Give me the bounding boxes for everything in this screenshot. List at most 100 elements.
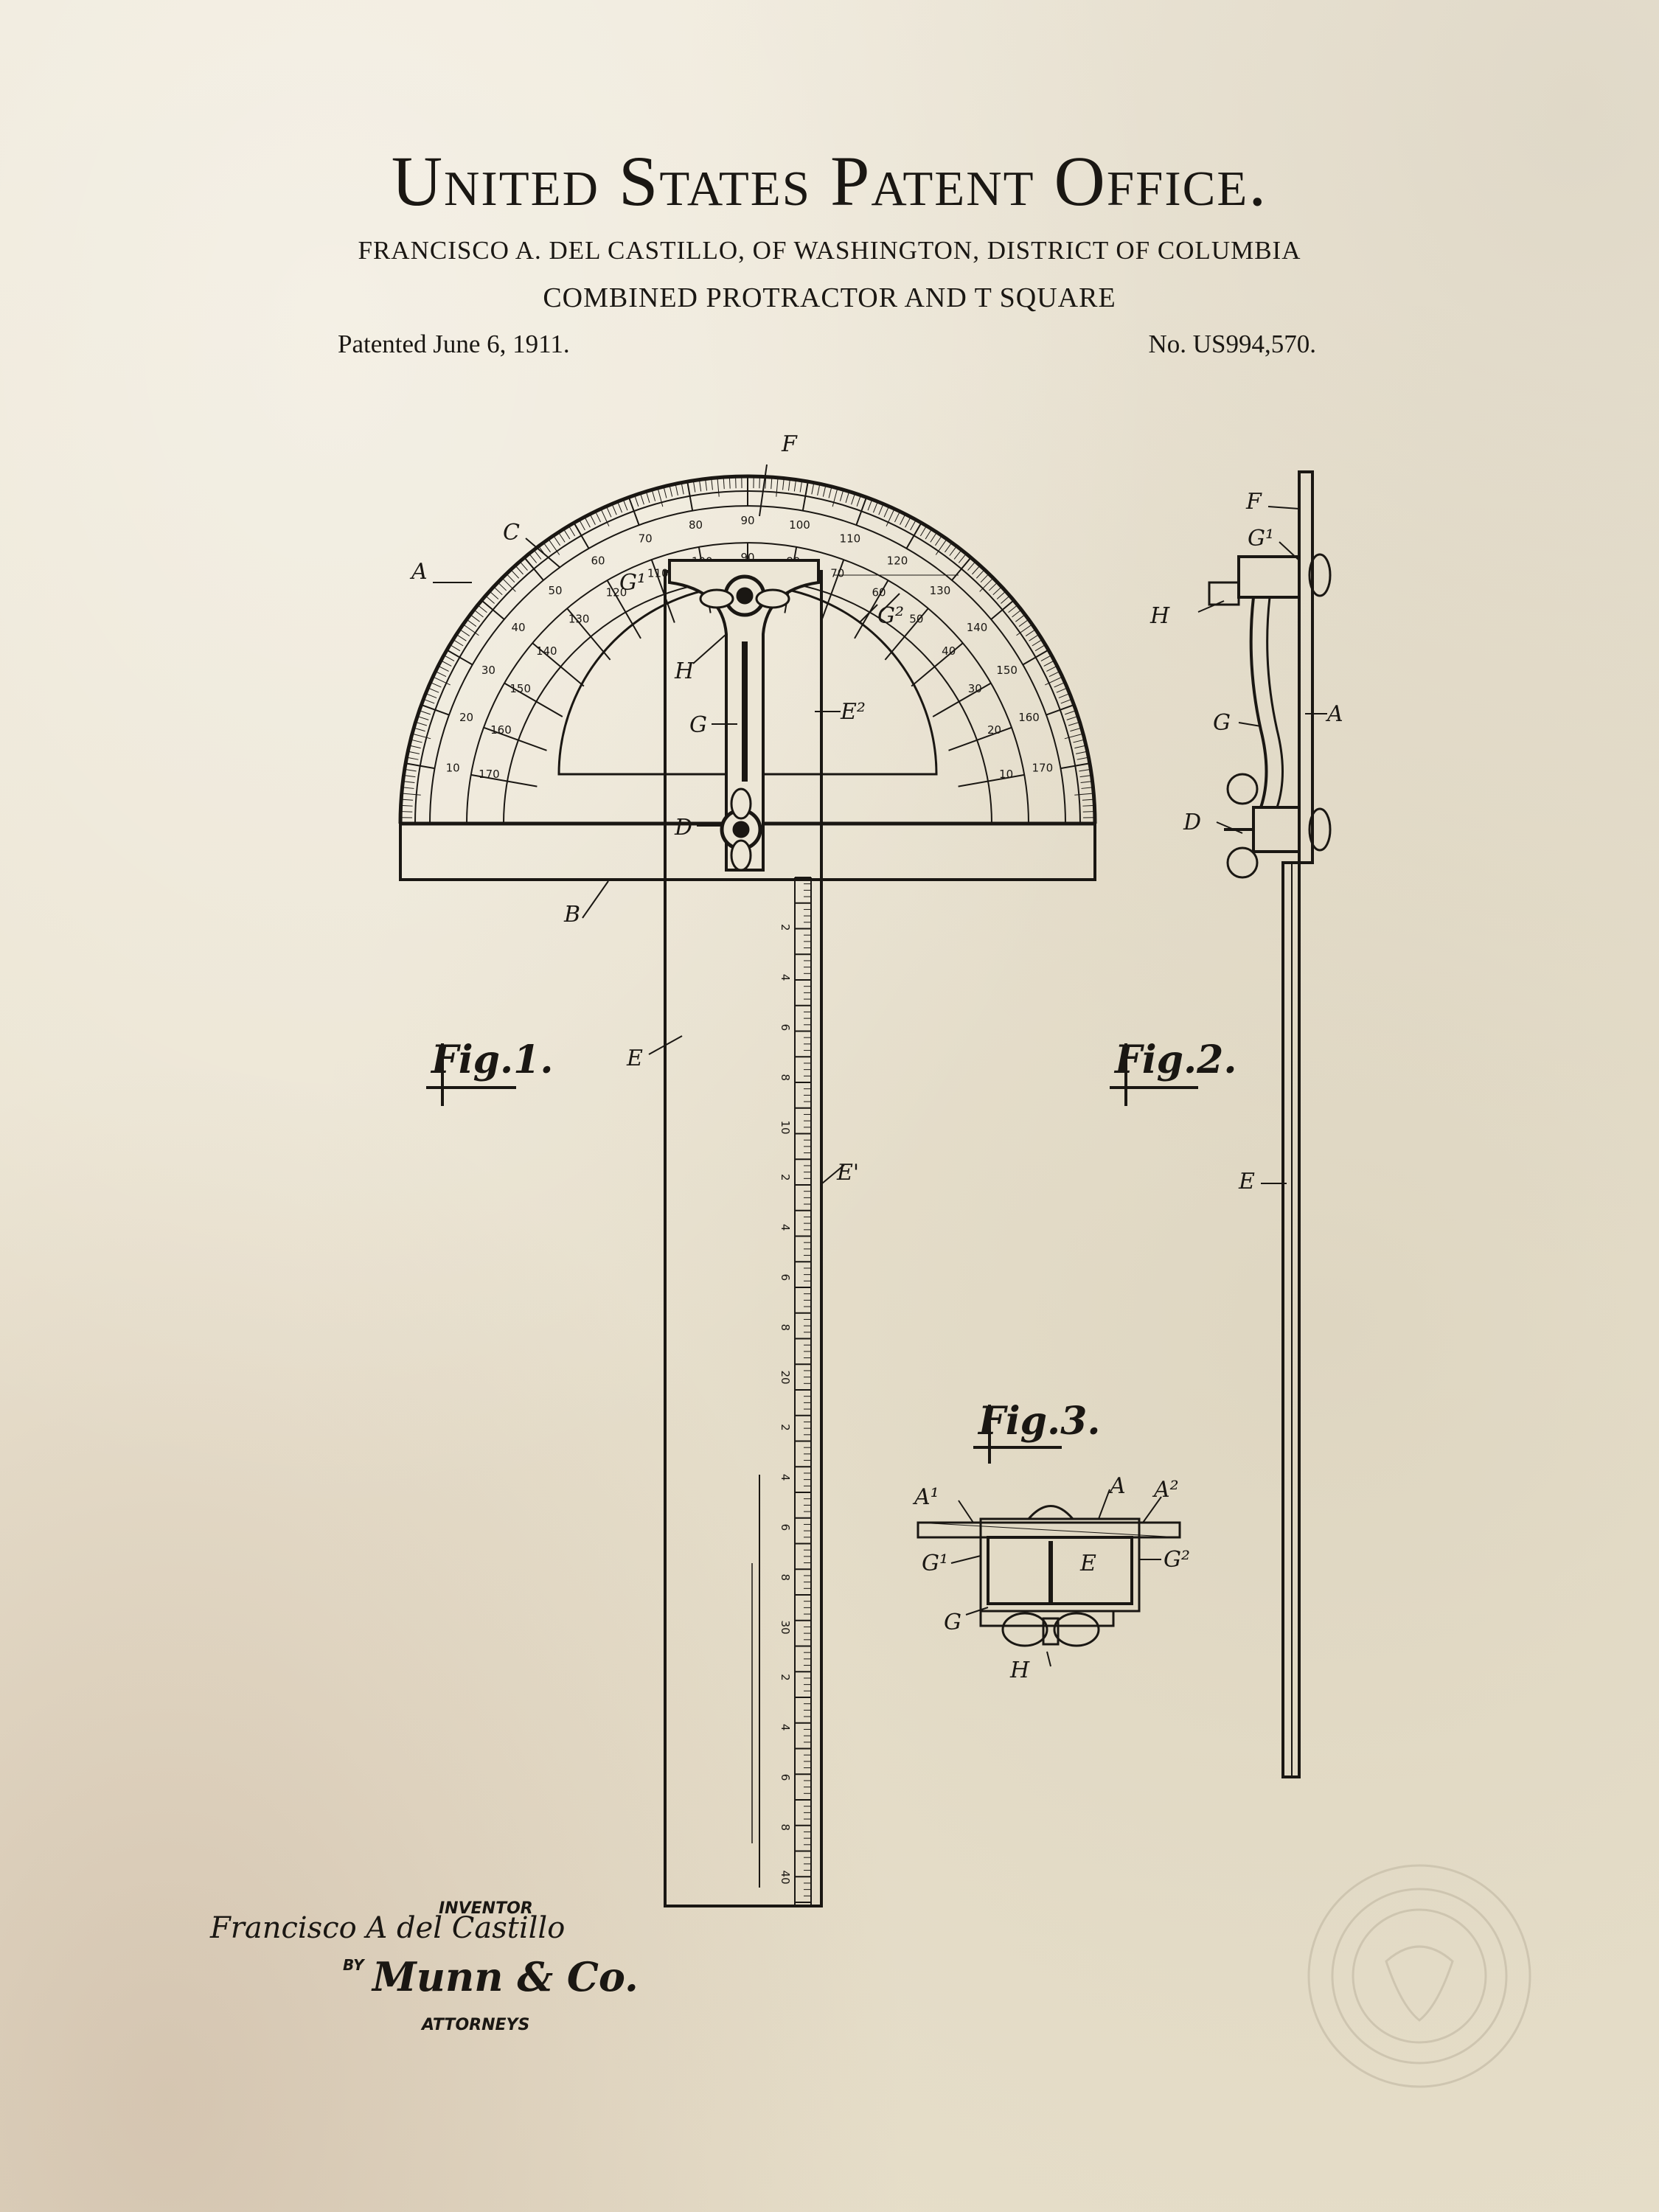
label-h-fig2: H [1150, 603, 1170, 629]
protractor-tick [723, 477, 725, 490]
label-a1-fig3: A¹ [912, 1484, 939, 1510]
protractor-degree-line [958, 773, 1025, 787]
protractor-tick [765, 476, 767, 489]
protractor-degree-line [483, 726, 547, 751]
protractor-tick [456, 634, 467, 641]
protractor-tick [1074, 793, 1094, 796]
protractor-tick [717, 477, 720, 497]
protractor-tick [402, 787, 414, 789]
protractor-scale-label: 120 [887, 554, 908, 567]
protractor-tick [886, 508, 895, 526]
protractor-tick [453, 639, 464, 647]
label-a-fig3: A [1107, 1473, 1126, 1499]
protractor-tick [403, 774, 416, 778]
protractor-scale-label: 60 [872, 586, 886, 599]
ruler-scale-label: 4 [779, 1724, 792, 1731]
protractor-degree-line [854, 580, 889, 639]
protractor-tick [856, 495, 861, 507]
protractor-scale-label: 120 [606, 586, 627, 599]
protractor-tick [945, 542, 953, 553]
signature-block: INVENTOR Francisco A del Castillo BY Mun… [209, 1899, 639, 2034]
protractor-tick [401, 799, 414, 801]
protractor-tick [799, 480, 803, 493]
protractor-tick [905, 516, 911, 528]
protractor-tick [440, 660, 452, 667]
label-e1: E' [836, 1160, 859, 1186]
fig2-side-view [1208, 470, 1332, 1778]
label-a-fig2: A [1325, 701, 1343, 727]
protractor-tick [1079, 774, 1092, 778]
protractor-tick [543, 542, 551, 553]
protractor-scale-label: 170 [479, 768, 500, 781]
protractor-tick [1077, 757, 1089, 760]
label-h-fig3: H [1009, 1658, 1030, 1683]
protractor-scale-label: 80 [689, 518, 703, 532]
protractor-tick [558, 532, 566, 543]
label-e-fig2: E [1238, 1169, 1255, 1194]
ruler-scale-label: 6 [779, 1024, 792, 1032]
label-g: G [689, 712, 707, 738]
protractor-tick [524, 557, 544, 581]
ruler-scale-label: 8 [779, 1824, 792, 1832]
protractor-tick [1016, 624, 1033, 636]
protractor-degree-line [470, 773, 538, 787]
protractor-tick [801, 481, 809, 511]
protractor-tick [506, 573, 515, 583]
protractor-tick [579, 519, 585, 531]
label-g1-fig3: G¹ [922, 1551, 948, 1576]
protractor-tick [519, 561, 528, 571]
protractor-tick [611, 504, 617, 515]
protractor-tick [935, 535, 942, 546]
protractor-tick [1001, 595, 1010, 604]
protractor-tick [1068, 721, 1080, 726]
protractor-scale-label: 20 [459, 711, 473, 724]
protractor-tick [425, 693, 437, 699]
label-e: E [626, 1046, 643, 1071]
protractor-tick [529, 553, 538, 563]
protractor-tick [450, 644, 461, 652]
by-caption: BY [343, 1956, 366, 1974]
protractor-tick [414, 727, 425, 732]
protractor-tick [403, 781, 415, 784]
protractor-tick [1081, 787, 1093, 789]
protractor-tick [1046, 665, 1057, 672]
protractor-tick [462, 624, 479, 636]
ruler-scale-label: 40 [779, 1871, 792, 1885]
page-title: United States Patent Office. [391, 142, 1268, 220]
protractor-tick [867, 499, 873, 511]
ruler-scale-label: 2 [779, 1424, 792, 1431]
protractor-scale-label: 70 [830, 566, 844, 580]
protractor-degree-line [948, 726, 1012, 751]
protractor-tick [417, 715, 429, 720]
protractor-tick [782, 478, 785, 490]
attorney-signature: Munn & Co. [371, 1953, 639, 2000]
protractor-tick [1058, 693, 1070, 699]
fig3-labels: A¹ A A² G¹ E G² G H [912, 1473, 1190, 1683]
protractor-tick [1025, 629, 1036, 636]
protractor-tick [405, 762, 435, 770]
protractor-tick [438, 665, 449, 672]
protractor-scale-label: 140 [967, 621, 988, 634]
protractor-tick [627, 497, 640, 526]
protractor-tick [501, 577, 516, 592]
protractor-tick [828, 486, 832, 498]
protractor-tick [883, 506, 890, 518]
protractor-degree-line [911, 642, 964, 687]
protractor-tick [1054, 681, 1065, 688]
protractor-tick [459, 629, 470, 636]
protractor-tick [634, 495, 639, 507]
protractor-tick [510, 569, 520, 579]
ruler-scale-label: 8 [779, 1074, 792, 1081]
protractor-scale-label: 160 [490, 723, 512, 737]
fig1-leaders [433, 464, 900, 1184]
protractor-tick [1075, 751, 1088, 754]
protractor-tick [645, 491, 650, 504]
protractor-tick [515, 565, 524, 575]
protractor-tick [548, 538, 560, 555]
seal-icon [1307, 1864, 1531, 2088]
protractor-tick [1034, 644, 1046, 652]
protractor-tick [408, 751, 420, 754]
protractor-scale-label: 40 [942, 644, 956, 658]
invention-title: COMBINED PROTRACTOR AND T SQUARE [543, 282, 1116, 313]
